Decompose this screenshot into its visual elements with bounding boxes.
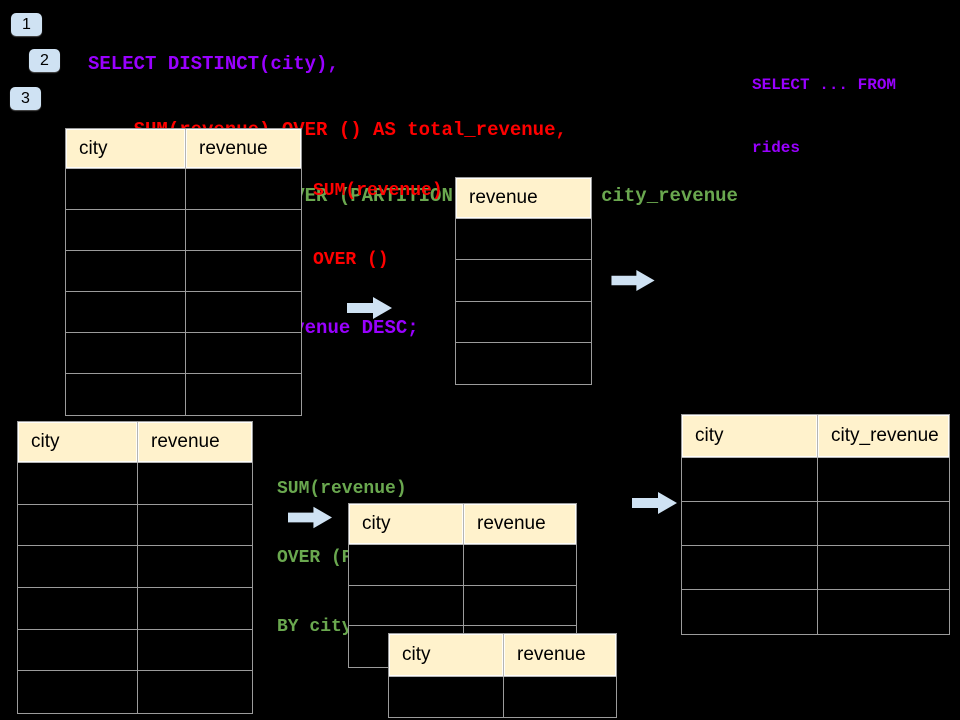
empty-cell <box>138 546 252 588</box>
table-total-result: revenue <box>455 177 592 385</box>
flow-arrow-total-out <box>611 269 656 292</box>
empty-cell <box>66 210 186 251</box>
empty-cell <box>349 585 464 627</box>
empty-cell <box>818 502 949 546</box>
empty-cell <box>682 546 818 590</box>
header-cell-city: city <box>682 415 818 458</box>
from-rides-note: SELECT ... FROM rides <box>752 33 896 201</box>
empty-cell <box>456 219 591 261</box>
empty-cell <box>186 210 301 251</box>
from-note-line1: SELECT ... FROM <box>752 76 897 94</box>
empty-cell <box>138 588 252 630</box>
empty-cell <box>456 343 591 384</box>
empty-cell <box>138 630 252 672</box>
empty-cell <box>186 251 301 292</box>
flow-arrow-total-in <box>347 296 393 320</box>
header-cell-revenue: revenue <box>464 504 576 545</box>
step-badge-3: 3 <box>10 87 41 110</box>
header-cell-revenue: revenue <box>138 422 252 463</box>
empty-cell <box>818 458 949 502</box>
table-partition-overlay: city revenue <box>388 633 617 718</box>
partition-label-line1: SUM(revenue) <box>277 479 407 499</box>
header-cell-city: city <box>389 634 504 677</box>
header-cell-city: city <box>18 422 138 463</box>
header-cell-city: city <box>349 504 464 545</box>
empty-cell <box>818 546 949 590</box>
total-label-line2: OVER () <box>313 250 389 270</box>
step-badge-1: 1 <box>11 13 42 36</box>
empty-cell <box>138 505 252 547</box>
empty-cell <box>682 502 818 546</box>
empty-cell <box>66 292 186 333</box>
empty-cell <box>682 458 818 502</box>
header-cell-city: city <box>66 129 186 169</box>
empty-cell <box>186 374 301 415</box>
table-final-result: city city_revenue <box>681 414 950 635</box>
header-cell-revenue: revenue <box>456 178 591 219</box>
empty-cell <box>18 588 138 630</box>
empty-cell <box>66 169 186 210</box>
empty-cell <box>138 463 252 505</box>
empty-cell <box>349 545 464 586</box>
empty-cell <box>456 302 591 343</box>
total-label-line1: SUM(revenue) <box>313 181 443 201</box>
empty-cell <box>818 590 949 634</box>
empty-cell <box>504 677 616 717</box>
total-revenue-label: SUM(revenue) OVER () <box>313 134 443 318</box>
empty-cell <box>186 292 301 333</box>
sql-line-select: SELECT DISTINCT(city), <box>88 53 339 75</box>
header-cell-revenue: revenue <box>504 634 616 677</box>
empty-cell <box>389 677 504 717</box>
empty-cell <box>66 251 186 292</box>
header-cell-city-revenue: city_revenue <box>818 415 949 458</box>
empty-cell <box>138 671 252 713</box>
empty-cell <box>18 463 138 505</box>
empty-cell <box>18 629 138 672</box>
table-source-bottom: city revenue <box>17 421 253 714</box>
header-cell-revenue: revenue <box>186 129 301 169</box>
empty-cell <box>18 671 138 713</box>
empty-cell <box>682 590 818 634</box>
empty-cell <box>186 333 301 374</box>
empty-cell <box>66 374 186 415</box>
empty-cell <box>66 333 186 374</box>
empty-cell <box>186 169 301 210</box>
empty-cell <box>18 504 138 547</box>
table-source-top: city revenue <box>65 128 302 416</box>
flow-arrow-partition-in <box>288 505 333 530</box>
flow-arrow-partition-out <box>632 491 678 515</box>
step-badge-2: 2 <box>29 49 60 72</box>
empty-cell <box>464 586 576 627</box>
empty-cell <box>18 546 138 588</box>
empty-cell <box>464 545 576 586</box>
empty-cell <box>456 260 591 302</box>
from-note-line2: rides <box>752 139 801 157</box>
